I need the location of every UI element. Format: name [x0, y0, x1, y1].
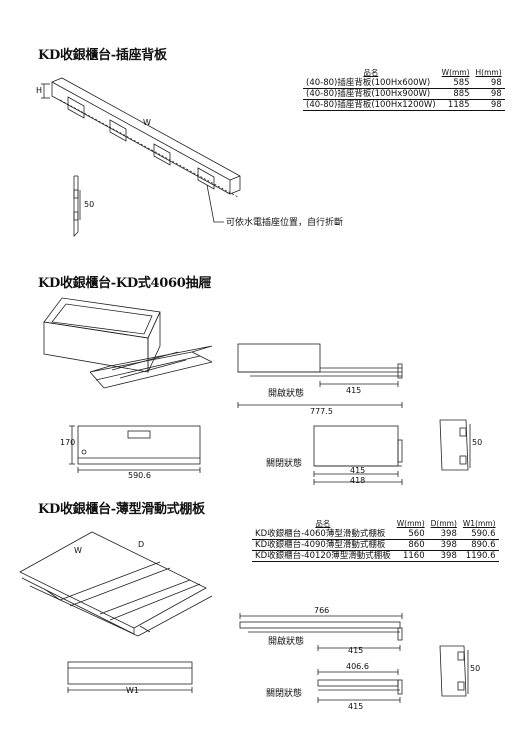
cell-w1: 590.6 — [459, 529, 499, 540]
cell-name: (40-80)插座背板(100Hx900W) — [303, 88, 439, 100]
drawer-open-total-dim: 777.5 — [310, 407, 333, 416]
section3-title: KD收銀櫃台-薄型滑動式棚板 — [38, 502, 205, 517]
drawer-closed-inner-dim: 415 — [350, 466, 366, 475]
table-row: KD收銀櫃台-4060薄型滑動式棚板 560 398 590.6 — [252, 529, 499, 540]
cell-w: 885 — [438, 88, 473, 100]
backboard-side-dim: 50 — [84, 200, 95, 209]
shelf-spec-table: 品名 W(mm) D(mm) W1(mm) KD收銀櫃台-4060薄型滑動式棚板… — [252, 518, 499, 562]
backboard-w-label: W — [143, 118, 151, 127]
cell-h: 98 — [472, 78, 505, 89]
cell-w: 560 — [393, 529, 428, 540]
cell-w: 1160 — [393, 550, 428, 562]
cell-w: 860 — [393, 539, 428, 551]
table-row: KD收銀櫃台-4090薄型滑動式棚板 860 398 890.6 — [252, 539, 499, 551]
table-row: (40-80)插座背板(100Hx600W) 585 98 — [303, 78, 505, 89]
drawer-front-width: 590.6 — [128, 471, 151, 480]
drawer-closed-state: 關閉狀態 — [266, 459, 303, 469]
backboard-h-label: H — [36, 86, 43, 95]
cell-w1: 1190.6 — [459, 550, 499, 562]
drawer-front-height: 170 — [60, 438, 76, 447]
shelf-w1-label: W1 — [126, 686, 139, 695]
section1-title: KD收銀櫃台-插座背板 — [38, 48, 167, 63]
shelf-d-label: D — [138, 540, 145, 549]
shelf-open-inner-dim: 415 — [348, 646, 364, 655]
shelf-open-total-dim: 766 — [314, 606, 330, 615]
col-header-name: 品名 — [315, 519, 331, 528]
col-header-d: D(mm) — [430, 519, 457, 528]
section2-title: KD收銀櫃台-KD式4060抽屜 — [38, 276, 211, 291]
cell-h: 98 — [472, 88, 505, 100]
backboard-note: 可依水電插座位置，自行折斷 — [226, 218, 344, 228]
shelf-w-label: W — [74, 546, 82, 555]
cell-w: 1185 — [438, 99, 473, 111]
table-row: (40-80)插座背板(100Hx1200W) 1185 98 — [303, 99, 505, 111]
drawer-side-dim: 50 — [472, 438, 483, 447]
table-row: KD收銀櫃台-40120薄型滑動式棚板 1160 398 1190.6 — [252, 550, 499, 562]
cell-name: (40-80)插座背板(100Hx1200W) — [303, 99, 439, 111]
backboard-spec-table: 品名 W(mm) H(mm) (40-80)插座背板(100Hx600W) 58… — [303, 67, 505, 111]
drawer-open-state: 開啟狀態 — [268, 389, 305, 399]
shelf-open-state: 開啟狀態 — [268, 637, 305, 647]
cell-name: (40-80)插座背板(100Hx600W) — [303, 78, 439, 89]
cell-name: KD收銀櫃台-40120薄型滑動式棚板 — [252, 550, 394, 562]
cell-d: 398 — [427, 529, 460, 540]
cell-name: KD收銀櫃台-4060薄型滑動式棚板 — [252, 529, 394, 540]
col-header-name: 品名 — [363, 68, 379, 77]
col-header-h: H(mm) — [475, 68, 502, 77]
shelf-closed-state: 關閉狀態 — [266, 689, 303, 699]
shelf-closed-top-dim: 406.6 — [346, 662, 369, 671]
shelf-side-dim: 50 — [470, 664, 481, 673]
cell-d: 398 — [427, 539, 460, 551]
col-header-w: W(mm) — [441, 68, 470, 77]
cell-name: KD收銀櫃台-4090薄型滑動式棚板 — [252, 539, 394, 551]
shelf-closed-inner-dim: 415 — [348, 702, 364, 711]
cell-w: 585 — [438, 78, 473, 89]
cell-w1: 890.6 — [459, 539, 499, 551]
col-header-w1: W1(mm) — [462, 519, 496, 528]
drawer-open-inner-dim: 415 — [346, 386, 362, 395]
drawer-closed-total-dim: 418 — [350, 476, 366, 485]
table-row: (40-80)插座背板(100Hx900W) 885 98 — [303, 88, 505, 100]
col-header-w: W(mm) — [396, 519, 425, 528]
cell-h: 98 — [472, 99, 505, 111]
cell-d: 398 — [427, 550, 460, 562]
